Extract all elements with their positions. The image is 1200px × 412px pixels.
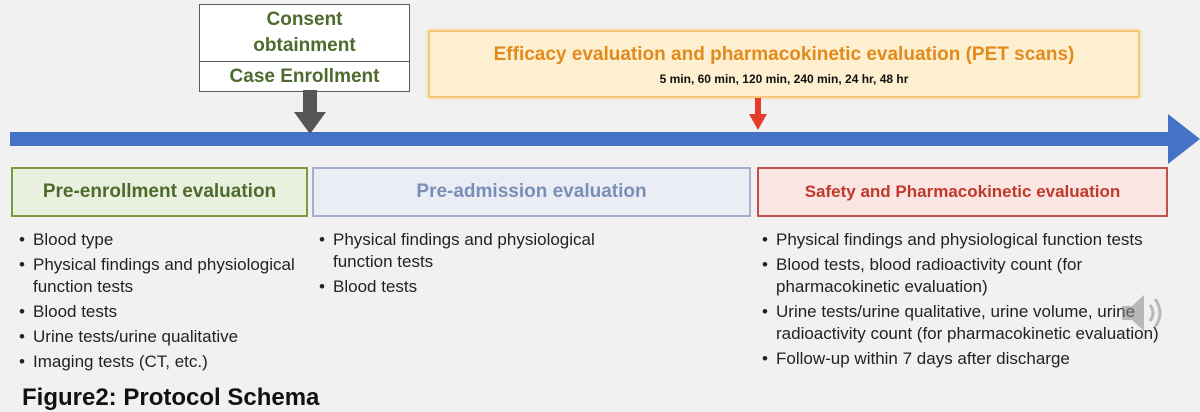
enrollment-down-arrow: [294, 90, 326, 134]
consent-obtainment-label: Consent obtainment: [200, 5, 409, 62]
efficacy-evaluation-box: Efficacy evaluation and pharmacokinetic …: [428, 30, 1140, 98]
list-item: Follow-up within 7 days after discharge: [762, 348, 1192, 370]
list-item: Physical findings and physiological func…: [19, 254, 304, 298]
case-enrollment-label: Case Enrollment: [229, 65, 380, 87]
figure-caption: Figure2: Protocol Schema: [22, 384, 320, 411]
list-item: Urine tests/urine qualitative, urine vol…: [762, 301, 1192, 345]
list-item: Blood tests: [19, 301, 304, 323]
pet-timepoints: 5 min, 60 min, 120 min, 240 min, 24 hr, …: [659, 72, 909, 86]
list-item: Blood tests, blood radioactivity count (…: [762, 254, 1192, 298]
speaker-icon[interactable]: [1118, 290, 1166, 336]
list-item: Urine tests/urine qualitative: [19, 326, 304, 348]
pre-enrollment-evaluation-box: Pre-enrollment evaluation: [11, 167, 308, 217]
pre-enrollment-list: Blood type Physical findings and physiol…: [19, 229, 304, 376]
list-item: Blood type: [19, 229, 304, 251]
timeline-arrow: [10, 114, 1200, 164]
safety-pharmacokinetic-evaluation-box: Safety and Pharmacokinetic evaluation: [757, 167, 1168, 217]
list-item: Blood tests: [319, 276, 649, 298]
pet-scan-down-arrow: [749, 98, 767, 130]
list-item: Physical findings and physiological func…: [319, 229, 649, 273]
list-item: Physical findings and physiological func…: [762, 229, 1192, 251]
efficacy-title: Efficacy evaluation and pharmacokinetic …: [493, 44, 1075, 65]
safety-pharmacokinetic-list: Physical findings and physiological func…: [762, 229, 1192, 373]
pre-admission-evaluation-box: Pre-admission evaluation: [312, 167, 751, 217]
pre-admission-list: Physical findings and physiological func…: [319, 229, 649, 301]
consent-enrollment-box: Consent obtainment Case Enrollment: [199, 4, 410, 92]
list-item: Imaging tests (CT, etc.): [19, 351, 304, 373]
